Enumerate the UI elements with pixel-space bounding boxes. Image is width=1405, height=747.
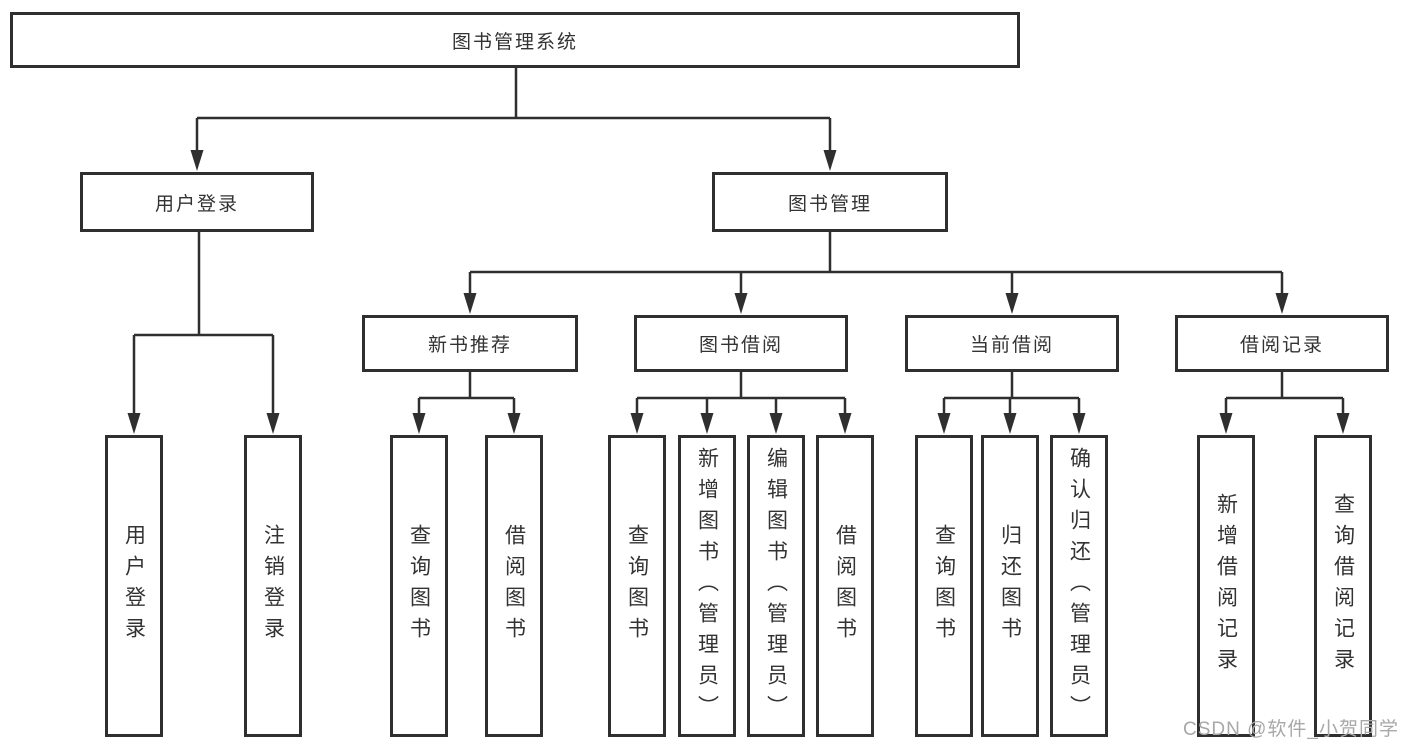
node-book-management: 图书管理 (712, 172, 948, 232)
leaf-return-book: 归还图书 (981, 435, 1039, 737)
leaf-add-borrow-record: 新增借阅记录 (1197, 435, 1255, 737)
arrow-down-icon (127, 413, 141, 434)
leaf-add-book-admin: 新增图书（管理员） (678, 435, 736, 737)
node-label: 注销登录 (261, 524, 285, 648)
node-new-book-recommend: 新书推荐 (362, 315, 578, 372)
arrow-down-icon (630, 413, 644, 434)
arrow-down-icon (412, 413, 426, 434)
connector-path (132, 68, 1345, 418)
node-label: 归还图书 (998, 524, 1022, 648)
node-label: 查询借阅记录 (1331, 493, 1355, 679)
arrow-down-icon (769, 413, 783, 434)
arrow-down-icon (1003, 413, 1017, 434)
node-user-login: 用户登录 (80, 172, 314, 232)
node-label: 新增图书（管理员） (695, 446, 719, 726)
arrow-down-icon (1072, 413, 1086, 434)
node-label: 图书管理系统 (451, 31, 578, 53)
node-label: 借阅图书 (833, 524, 857, 648)
node-label: 图书借阅 (698, 335, 783, 356)
leaf-query-borrow-record: 查询借阅记录 (1314, 435, 1372, 737)
node-label: 确认归还（管理员） (1067, 446, 1091, 726)
arrow-down-icon (838, 413, 852, 434)
arrow-down-icon (190, 150, 204, 171)
leaf-logout: 注销登录 (244, 435, 302, 737)
node-current-borrowing: 当前借阅 (905, 315, 1119, 372)
leaf-query-books-borrowing: 查询图书 (608, 435, 666, 737)
arrow-down-icon (700, 413, 714, 434)
arrow-down-icon (1275, 293, 1289, 314)
node-label: 查询图书 (625, 524, 649, 648)
arrow-down-icon (266, 413, 280, 434)
node-label: 借阅图书 (502, 524, 526, 648)
arrow-down-icon (823, 150, 837, 171)
arrow-down-icon (1219, 413, 1233, 434)
leaf-borrow-books-borrowing: 借阅图书 (816, 435, 874, 737)
arrow-down-icon (1336, 413, 1350, 434)
arrow-down-icon (507, 413, 521, 434)
node-label: 编辑图书（管理员） (764, 446, 788, 726)
arrow-down-icon (734, 293, 748, 314)
leaf-query-books-recommend: 查询图书 (390, 435, 448, 737)
node-book-borrowing: 图书借阅 (634, 315, 848, 372)
node-label: 当前借阅 (969, 335, 1054, 356)
node-label: 查询图书 (932, 524, 956, 648)
arrow-down-icon (937, 413, 951, 434)
node-borrowing-records: 借阅记录 (1175, 315, 1389, 372)
node-label: 新增借阅记录 (1214, 493, 1238, 679)
node-label: 用户登录 (154, 193, 239, 215)
arrow-down-icon (1005, 293, 1019, 314)
leaf-query-books-current: 查询图书 (915, 435, 973, 737)
leaf-borrow-books-recommend: 借阅图书 (485, 435, 543, 737)
node-label: 用户登录 (122, 524, 146, 648)
csdn-watermark: CSDN @软件_小贺同学 (1183, 719, 1399, 740)
arrowheads (127, 150, 1350, 434)
node-label: 查询图书 (407, 524, 431, 648)
node-label: 新书推荐 (427, 335, 512, 356)
node-label: 借阅记录 (1239, 335, 1324, 356)
leaf-confirm-return-admin: 确认归还（管理员） (1050, 435, 1108, 737)
leaf-user-login: 用户登录 (105, 435, 163, 737)
arrow-down-icon (463, 293, 477, 314)
leaf-edit-book-admin: 编辑图书（管理员） (747, 435, 805, 737)
node-label: 图书管理 (787, 193, 872, 215)
node-root-system: 图书管理系统 (10, 12, 1020, 68)
